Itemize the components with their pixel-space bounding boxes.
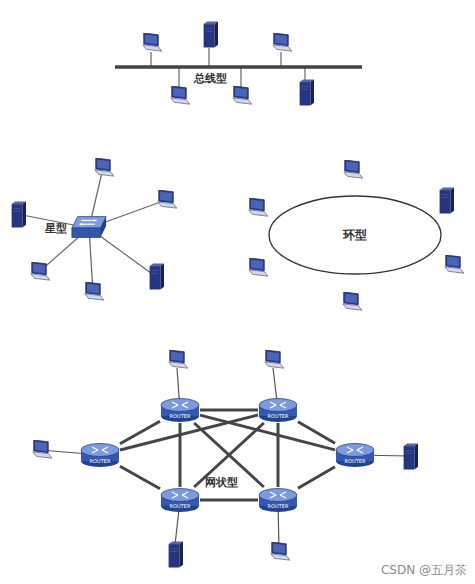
ring-ellipse: 环型	[268, 195, 442, 275]
laptop-icon	[233, 86, 252, 104]
laptop-icon	[344, 160, 363, 178]
mesh-topology	[33, 350, 418, 568]
router-icon	[81, 444, 119, 468]
topology-name: 网状型	[205, 475, 238, 490]
topology-name: 环型	[343, 227, 367, 244]
device-label: ROUTER	[345, 459, 366, 464]
device-label: ROUTER	[268, 414, 289, 419]
router-icon	[259, 489, 297, 513]
server-icon	[169, 541, 183, 567]
switch-icon	[72, 217, 106, 238]
drop-wire	[280, 52, 281, 67]
mesh-link	[200, 409, 258, 412]
laptop-icon	[265, 350, 284, 368]
laptop-icon	[249, 198, 268, 216]
laptop-icon	[158, 190, 177, 208]
router-node: ROUTER	[335, 442, 375, 468]
topology-name: 星型	[45, 221, 67, 236]
star-topology	[12, 158, 177, 300]
drop-wire	[240, 67, 241, 88]
drop-wire	[178, 67, 179, 88]
laptop-icon	[143, 33, 162, 51]
mesh-link	[120, 466, 160, 489]
router-shape	[258, 487, 298, 513]
laptop-icon	[343, 292, 362, 310]
laptop-icon	[445, 255, 464, 273]
router-node: ROUTER	[160, 487, 200, 513]
mesh-link	[298, 422, 335, 444]
router-node: ROUTER	[160, 397, 200, 423]
server-icon	[440, 187, 454, 213]
bus-topology	[115, 21, 362, 105]
router-icon	[161, 399, 199, 423]
laptop-icon	[85, 282, 104, 300]
laptop-icon	[169, 350, 188, 368]
device-label: ROUTER	[170, 414, 191, 419]
router-icon	[161, 489, 199, 513]
mesh-link	[277, 423, 280, 487]
ring-topology	[249, 160, 464, 310]
device-label: ROUTER	[170, 504, 191, 509]
device-label: ROUTER	[90, 459, 111, 464]
laptop-icon	[171, 86, 190, 104]
watermark: CSDN @五月茶	[381, 562, 467, 579]
laptop-icon	[33, 440, 52, 458]
router-shape	[160, 397, 200, 423]
ring-outline	[269, 196, 441, 274]
laptop-icon	[31, 262, 50, 280]
server-icon	[404, 443, 418, 469]
router-icon	[336, 444, 374, 468]
router-shape	[80, 442, 120, 468]
router-shape	[160, 487, 200, 513]
server-icon	[300, 79, 314, 105]
mesh-link	[200, 499, 258, 502]
mesh-link	[298, 467, 335, 489]
drop-wire	[150, 52, 151, 67]
router-icon	[259, 399, 297, 423]
router-shape	[335, 442, 375, 468]
switch-node: 星型	[70, 214, 108, 242]
device-label: ROUTER	[268, 504, 289, 509]
bus-line	[115, 65, 362, 69]
laptop-icon	[95, 158, 114, 176]
mesh-link	[179, 423, 182, 487]
router-shape	[258, 397, 298, 423]
laptop-icon	[249, 258, 268, 276]
server-icon	[150, 263, 164, 289]
server-icon	[12, 201, 26, 227]
router-node: ROUTER	[258, 397, 298, 423]
router-node: ROUTER	[80, 442, 120, 468]
laptop-icon	[273, 33, 292, 51]
topology-name: 总线型	[194, 71, 227, 86]
drop-wire	[208, 48, 209, 67]
server-icon	[204, 21, 218, 47]
switch-shape	[70, 214, 108, 242]
router-node: ROUTER	[258, 487, 298, 513]
laptop-icon	[271, 542, 290, 560]
drop-wire	[304, 67, 305, 80]
